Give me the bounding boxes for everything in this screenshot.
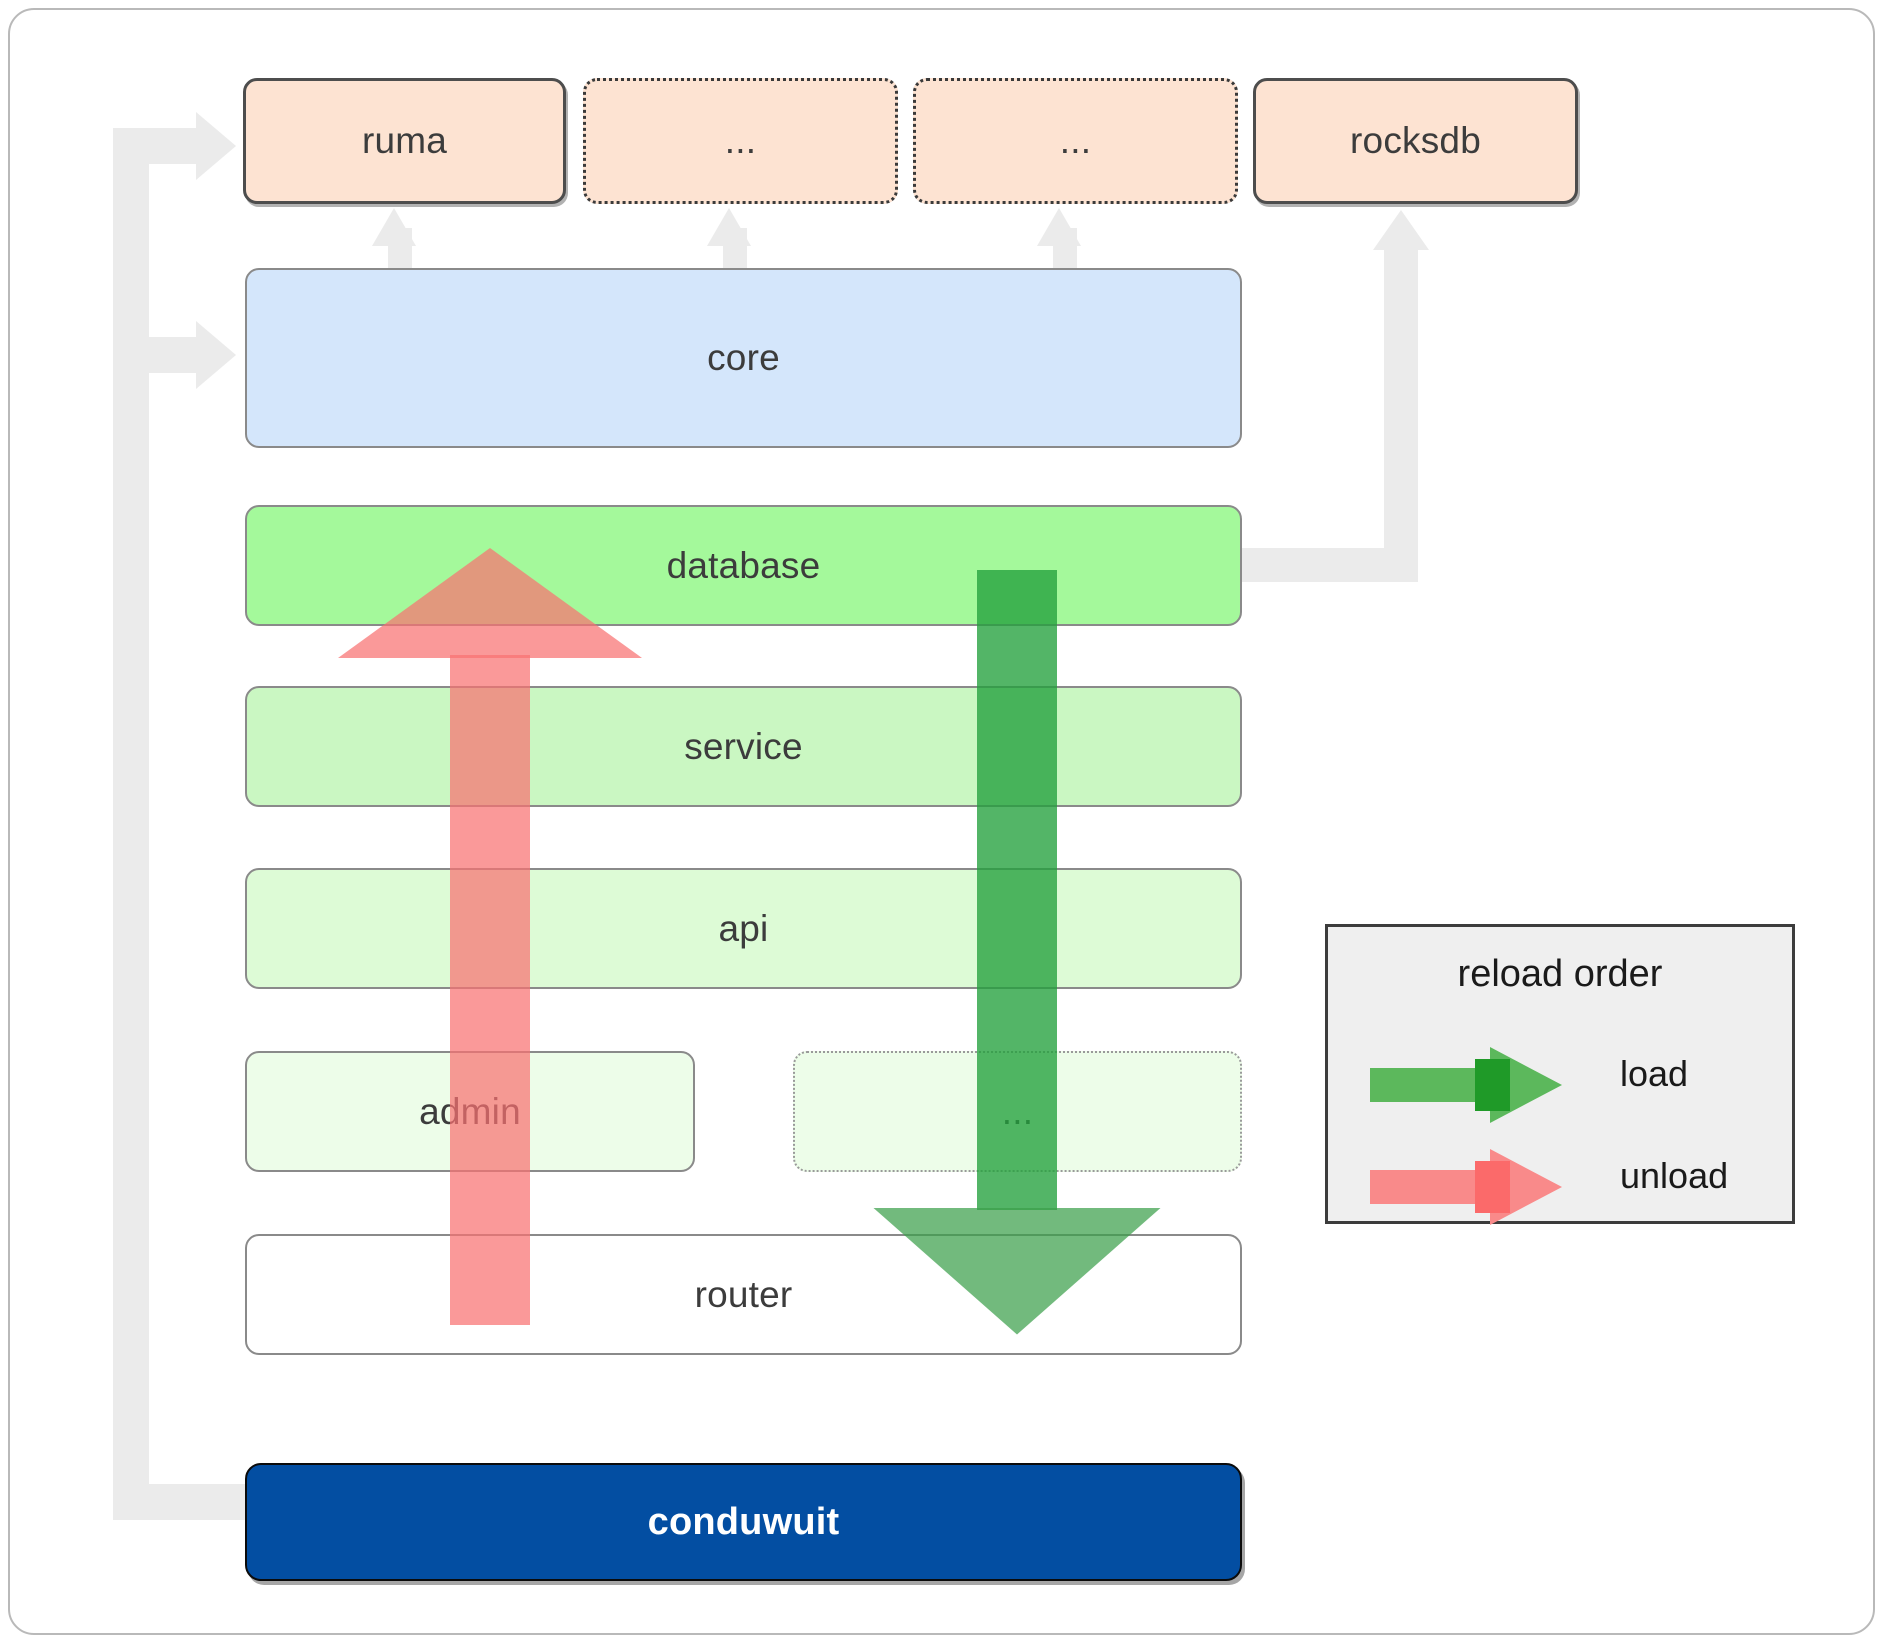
connector-to-rocksdb-arrowhead <box>1373 210 1429 250</box>
legend-unload-label: unload <box>1620 1155 1729 1196</box>
layer-box-service-label: service <box>684 725 803 767</box>
connector-left-bottom-horizontal <box>113 1484 245 1520</box>
layer-box-core-label: core <box>707 337 780 378</box>
dep-box-rocksdb[interactable]: rocksdb <box>1253 78 1578 204</box>
dep-box-dots-2[interactable]: ... <box>913 78 1238 204</box>
layer-box-api[interactable]: api <box>245 868 1242 989</box>
diagram-outer-frame <box>8 8 1875 1635</box>
legend-load-arrow-core <box>1475 1059 1510 1111</box>
dep-box-rocksdb-label: rocksdb <box>1350 120 1481 161</box>
unload-flow-arrow-head <box>338 548 642 658</box>
layer-box-api-label: api <box>718 907 769 949</box>
layer-box-service[interactable]: service <box>245 686 1242 807</box>
connector-core-to-dots1-arrowhead <box>707 208 751 246</box>
load-flow-arrow-shaft <box>977 570 1057 1210</box>
root-box-conduwuit-label: conduwuit <box>647 1500 840 1543</box>
dep-box-dots-2-label: ... <box>1059 120 1092 161</box>
connector-to-ruma-arrowhead <box>196 112 236 180</box>
root-box-conduwuit[interactable]: conduwuit <box>245 1463 1242 1581</box>
connector-database-to-rocksdb-vertical <box>1384 248 1418 568</box>
legend-title: reload order <box>1457 953 1663 995</box>
connector-core-to-dots2-arrowhead <box>1037 208 1081 246</box>
dep-box-ruma-label: ruma <box>361 120 448 161</box>
legend-panel: reload order load unload <box>1325 924 1795 1225</box>
connector-to-core-arrowhead <box>196 321 236 389</box>
layer-box-core[interactable]: core <box>245 268 1242 448</box>
legend-unload-arrow-core <box>1475 1161 1510 1213</box>
legend-load-label: load <box>1620 1053 1689 1094</box>
dep-box-dots-1[interactable]: ... <box>583 78 898 204</box>
dep-box-ruma[interactable]: ruma <box>243 78 566 204</box>
dep-box-dots-1-label: ... <box>724 120 757 161</box>
connector-to-core-horizontal <box>113 337 199 373</box>
connector-core-to-ruma-arrowhead <box>372 208 416 246</box>
layer-box-database-label: database <box>666 544 821 586</box>
connector-to-ruma-horizontal <box>113 128 199 164</box>
load-flow-arrow-head <box>873 1208 1161 1335</box>
unload-flow-arrow-shaft <box>450 655 530 1325</box>
layer-box-router-label: router <box>694 1273 793 1315</box>
